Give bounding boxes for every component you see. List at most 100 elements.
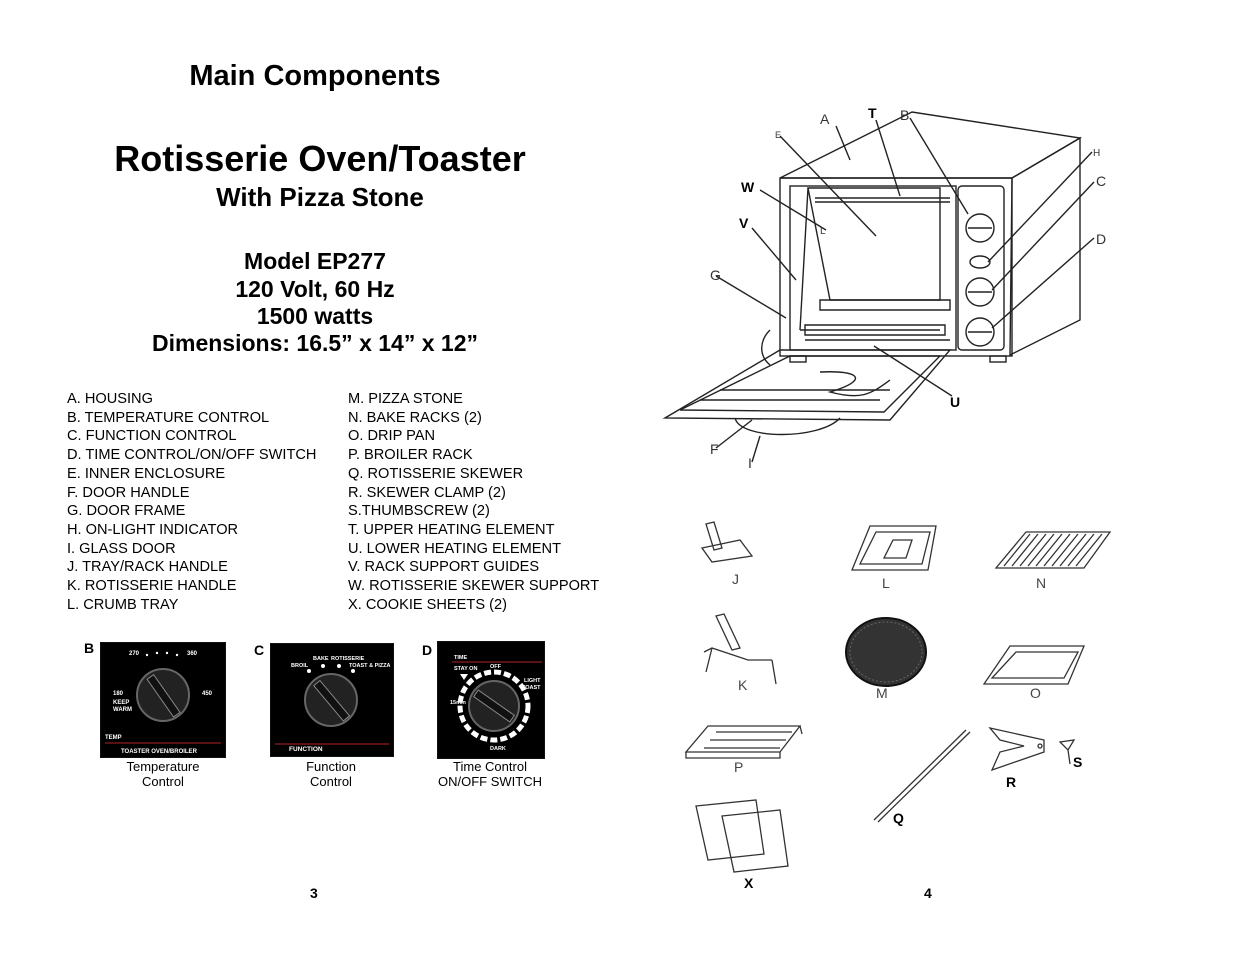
part-item: K. ROTISSERIE HANDLE bbox=[67, 578, 237, 595]
part-item: P. BROILER RACK bbox=[348, 447, 473, 464]
callout-c: C bbox=[1096, 173, 1106, 189]
spec-wattage: 1500 watts bbox=[256, 303, 374, 329]
dial-text: DARK bbox=[490, 746, 506, 752]
dial-text: OFF bbox=[490, 664, 502, 670]
rotisserie-handle-illustration bbox=[703, 613, 777, 685]
part-item: D. TIME CONTROL/ON/OFF SWITCH bbox=[67, 447, 317, 464]
door-handle bbox=[734, 417, 841, 436]
product-subtitle: With Pizza Stone bbox=[216, 182, 424, 212]
temperature-control-dial-image: 270 360 180 450 KEEP WARM TEMP TOASTER O… bbox=[100, 642, 226, 758]
callout-w: W bbox=[741, 179, 755, 195]
part-item: G. DOOR FRAME bbox=[67, 503, 186, 520]
part-item: U. LOWER HEATING ELEMENT bbox=[348, 540, 561, 557]
dial-text: 180 bbox=[113, 691, 124, 697]
accessory-label-m: M bbox=[876, 685, 888, 701]
dial-d-caption: Time Control ON/OFF SWITCH bbox=[420, 759, 560, 789]
dial-text: ROTISSERIE bbox=[331, 656, 365, 662]
caption-line: ON/OFF SWITCH bbox=[438, 774, 542, 789]
spec-voltage: 120 Volt, 60 Hz bbox=[235, 276, 395, 302]
knob-temperature bbox=[965, 213, 995, 243]
accessory-label-p: P bbox=[734, 759, 743, 775]
dial-text: 270 bbox=[129, 651, 140, 657]
accessory-label-s: S bbox=[1073, 754, 1082, 770]
dial-text: TEMP bbox=[105, 735, 122, 741]
callout-u: U bbox=[950, 394, 960, 410]
dial-c-caption: Function Control bbox=[261, 759, 401, 789]
broiler-rack-illustration bbox=[684, 725, 803, 759]
callout-b: B bbox=[900, 107, 909, 123]
dial-b-caption: Temperature Control bbox=[93, 759, 233, 789]
dial-b-letter: B bbox=[84, 640, 95, 656]
part-item: B. TEMPERATURE CONTROL bbox=[67, 409, 270, 426]
accessory-label-l: L bbox=[882, 575, 890, 591]
part-item: S.THUMBSCREW (2) bbox=[348, 503, 490, 520]
callout-d: D bbox=[1096, 231, 1106, 247]
part-item: J. TRAY/RACK HANDLE bbox=[67, 559, 228, 576]
part-item: Q. ROTISSERIE SKEWER bbox=[348, 465, 524, 482]
crumb-tray-illustration bbox=[851, 525, 937, 571]
dial-text: BROIL bbox=[291, 663, 309, 669]
dial-text: 360 bbox=[187, 651, 198, 657]
dial-text: TOAST bbox=[522, 685, 541, 691]
spec-model: Model EP277 bbox=[244, 248, 386, 274]
dial-text: BAKE bbox=[313, 656, 329, 662]
part-item: F. DOOR HANDLE bbox=[67, 484, 190, 501]
thumbscrew-illustration bbox=[1058, 739, 1076, 765]
pizza-stone-illustration bbox=[845, 617, 927, 687]
accessory-label-x: X bbox=[744, 875, 754, 891]
drip-pan-illustration bbox=[982, 645, 1085, 685]
parts-list-left: A. HOUSING B. TEMPERATURE CONTROL C. FUN… bbox=[67, 390, 316, 614]
on-light bbox=[969, 255, 991, 269]
callout-f: F bbox=[710, 441, 719, 457]
callout-e: E bbox=[775, 130, 781, 140]
part-item: H. ON-LIGHT INDICATOR bbox=[67, 521, 239, 538]
dial-text: TOASTER OVEN/BROILER bbox=[121, 749, 198, 755]
callout-t: T bbox=[868, 105, 877, 121]
accessory-label-j: J bbox=[732, 571, 739, 587]
part-item: M. PIZZA STONE bbox=[348, 391, 463, 407]
function-control-dial-image: BAKE ROTISSERIE BROIL TOAST & PIZZA FUNC… bbox=[270, 643, 394, 757]
oven-door bbox=[662, 349, 952, 421]
part-item: O. DRIP PAN bbox=[348, 428, 436, 445]
callout-g: G bbox=[710, 267, 721, 283]
part-item: C. FUNCTION CONTROL bbox=[67, 428, 237, 445]
dial-text: LIGHT bbox=[524, 678, 541, 684]
rotisserie-skewer-illustration bbox=[873, 729, 971, 823]
dial-text: WARM bbox=[113, 707, 132, 713]
callout-a: A bbox=[820, 111, 830, 127]
knob-time bbox=[965, 317, 995, 347]
part-item: V. RACK SUPPORT GUIDES bbox=[348, 559, 540, 576]
time-control-dial-image: TIME STAY ON OFF LIGHT TOAST 15min DARK bbox=[437, 641, 545, 759]
bake-rack-illustration bbox=[994, 531, 1112, 569]
caption-line: Temperature bbox=[126, 759, 200, 774]
dial-text: KEEP bbox=[113, 700, 129, 706]
section-heading: Main Components bbox=[189, 60, 441, 92]
callout-h: H bbox=[1093, 148, 1100, 159]
accessory-label-q: Q bbox=[893, 810, 904, 826]
page-number-right: 4 bbox=[924, 885, 932, 901]
part-item: W. ROTISSERIE SKEWER SUPPORT bbox=[348, 578, 600, 595]
spec-dimensions: Dimensions: 16.5” x 14” x 12” bbox=[152, 330, 478, 356]
part-item: N. BAKE RACKS (2) bbox=[348, 409, 482, 426]
part-item: X. COOKIE SHEETS (2) bbox=[348, 596, 507, 613]
accessory-label-o: O bbox=[1030, 685, 1041, 701]
knob-function bbox=[965, 277, 995, 307]
cookie-sheets-illustration bbox=[695, 799, 789, 873]
caption-line: Time Control bbox=[453, 759, 527, 774]
oven-side bbox=[1009, 136, 1081, 357]
callout-i: I bbox=[748, 455, 752, 471]
product-title: Rotisserie Oven/Toaster bbox=[114, 138, 526, 179]
dial-c-letter: C bbox=[254, 642, 265, 658]
parts-list-right: M. PIZZA STONE N. BAKE RACKS (2) O. DRIP… bbox=[348, 390, 599, 614]
accessory-label-r: R bbox=[1006, 774, 1016, 790]
caption-line: Function bbox=[306, 759, 356, 774]
tray-rack-handle-illustration bbox=[700, 521, 754, 563]
dial-text: TIME bbox=[454, 655, 467, 661]
dial-text: 15min bbox=[450, 700, 467, 706]
accessory-label-n: N bbox=[1036, 575, 1046, 591]
accessory-label-k: K bbox=[738, 677, 748, 693]
part-item: L. CRUMB TRAY bbox=[67, 596, 179, 613]
dial-text: TOAST & PIZZA bbox=[349, 663, 390, 669]
part-item: E. INNER ENCLOSURE bbox=[67, 465, 226, 482]
skewer-clamp-illustration bbox=[988, 726, 1045, 772]
